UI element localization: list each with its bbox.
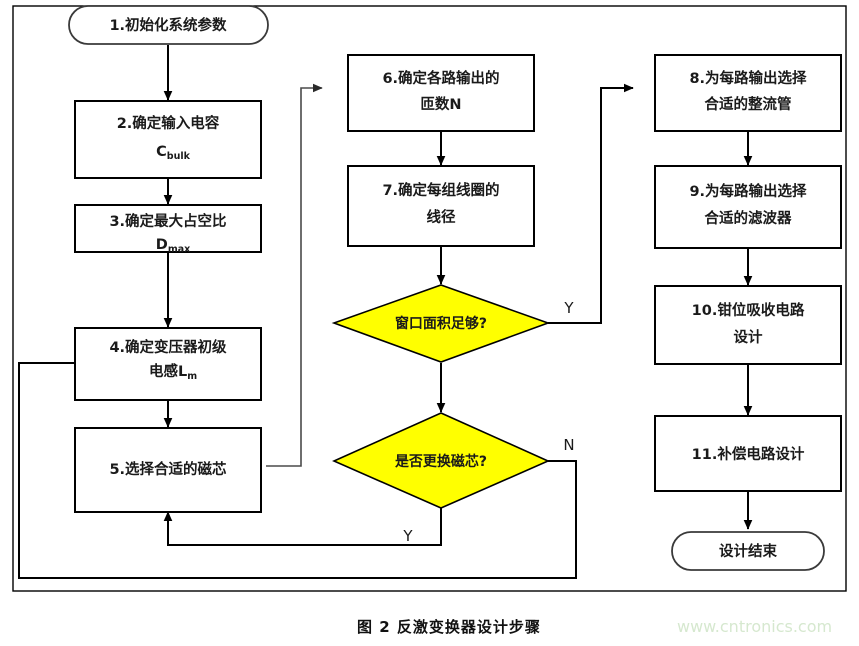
step-9-shape	[654, 165, 842, 249]
step-7-label-line1: 7.确定每组线圈的	[382, 181, 499, 199]
figure-caption: 图 2 反激变换器设计步骤	[357, 618, 541, 636]
node-step-8[interactable]: 8.为每路输出选择 合适的整流管	[654, 54, 842, 132]
node-step-5[interactable]: 5.选择合适的磁芯	[74, 427, 262, 513]
step-6-shape	[347, 54, 535, 132]
step-3-label-line2: Dmax	[110, 237, 225, 257]
node-step-2[interactable]: 2.确定输入电容 Cbulk	[74, 100, 262, 179]
step-8-label-line2: 合适的整流管	[704, 95, 792, 113]
step-4-label-line1: 4.确定变压器初级	[109, 338, 227, 356]
node-step-10[interactable]: 10.钳位吸收电路 设计	[654, 285, 842, 365]
node-start[interactable]: 1.初始化系统参数	[68, 5, 269, 45]
step-2-label-line2: Cbulk	[111, 144, 226, 164]
site-watermark: www.cntronics.com	[677, 617, 833, 636]
step-7-shape	[347, 165, 535, 247]
diagram-frame	[12, 5, 847, 592]
step-10-shape	[654, 285, 842, 365]
edge-d2-no-to-4	[18, 358, 577, 579]
step-2-shape	[74, 100, 262, 179]
node-step-7[interactable]: 7.确定每组线圈的 线径	[347, 165, 535, 247]
step-4-label-line2: 电感Lm	[104, 362, 233, 384]
step-6-label-line1: 6.确定各路输出的	[382, 69, 499, 87]
decision-2-label: 是否更换磁芯?	[395, 453, 487, 470]
step-3-shape	[74, 204, 262, 253]
edge-d1-yes-to-8	[548, 83, 634, 324]
node-end[interactable]: 设计结束	[671, 531, 825, 571]
node-step-9[interactable]: 9.为每路输出选择 合适的滤波器	[654, 165, 842, 249]
step-8-label-line1: 8.为每路输出选择	[689, 69, 807, 87]
step-8-shape	[654, 54, 842, 132]
step-11-shape	[654, 415, 842, 492]
step-10-label-line1: 10.钳位吸收电路	[692, 301, 805, 319]
step-10-label-line2: 设计	[734, 328, 763, 346]
node-step-11[interactable]: 11.补偿电路设计	[654, 415, 842, 492]
node-decision-window-area[interactable]: 窗口面积足够?	[331, 284, 551, 363]
step-3-label-line1: 3.确定最大占空比	[109, 212, 226, 230]
decision-1-label: 窗口面积足够?	[395, 315, 487, 332]
start-shape	[68, 5, 269, 45]
node-step-4[interactable]: 4.确定变压器初级 电感Lm	[74, 327, 262, 401]
step-7-label-line2: 线径	[427, 208, 456, 226]
edge-5-to-6	[266, 83, 323, 467]
start-label: 1.初始化系统参数	[109, 16, 227, 34]
branch-label-yes-core: Y	[402, 527, 413, 545]
decision-2-shape	[332, 412, 550, 509]
edge-d2-yes-to-5	[163, 507, 442, 546]
step-5-label: 5.选择合适的磁芯	[109, 460, 227, 478]
end-shape	[671, 531, 825, 571]
step-11-label: 11.补偿电路设计	[692, 445, 805, 463]
step-4-shape	[74, 327, 262, 401]
step-5-shape	[74, 427, 262, 513]
step-9-label-line1: 9.为每路输出选择	[689, 182, 807, 200]
node-decision-change-core[interactable]: 是否更换磁芯?	[332, 412, 550, 509]
branch-label-no-core: N	[563, 436, 574, 454]
node-step-3[interactable]: 3.确定最大占空比 Dmax	[74, 204, 262, 257]
node-step-6[interactable]: 6.确定各路输出的 匝数N	[347, 54, 535, 132]
step-9-label-line2: 合适的滤波器	[704, 209, 792, 227]
step-6-label-line2: 匝数N	[420, 95, 461, 113]
decision-1-shape	[331, 284, 551, 363]
step-2-label-line1: 2.确定输入电容	[117, 114, 220, 132]
branch-label-yes-window: Y	[563, 299, 574, 317]
end-label: 设计结束	[719, 542, 777, 560]
